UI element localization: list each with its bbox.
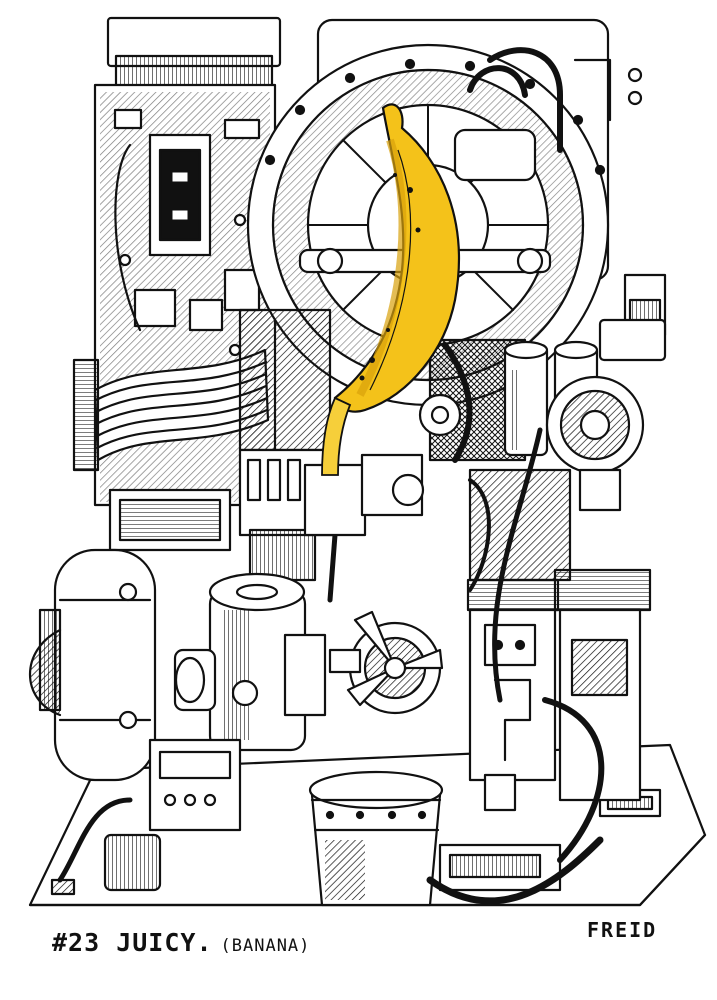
valve-wheel (545, 375, 645, 512)
propeller-gear (328, 610, 444, 715)
artist-signature: FREID (587, 918, 658, 942)
pipe-cluster-top-right (453, 47, 667, 362)
caption-title: #23 JUICY. (52, 928, 213, 957)
juice-bucket (308, 770, 444, 907)
lower-panel (57, 738, 242, 892)
juice-stream (321, 396, 352, 476)
bottom-display (426, 697, 605, 905)
banana (333, 103, 460, 413)
artwork-caption: #23 JUICY. (BANANA) (52, 928, 310, 968)
top-connector (106, 16, 282, 92)
center-cylinder (173, 572, 327, 752)
caption-subtitle: (BANANA) (220, 936, 311, 956)
juice-spout (303, 393, 462, 537)
left-tank (28, 548, 157, 782)
right-control-units (466, 568, 652, 812)
